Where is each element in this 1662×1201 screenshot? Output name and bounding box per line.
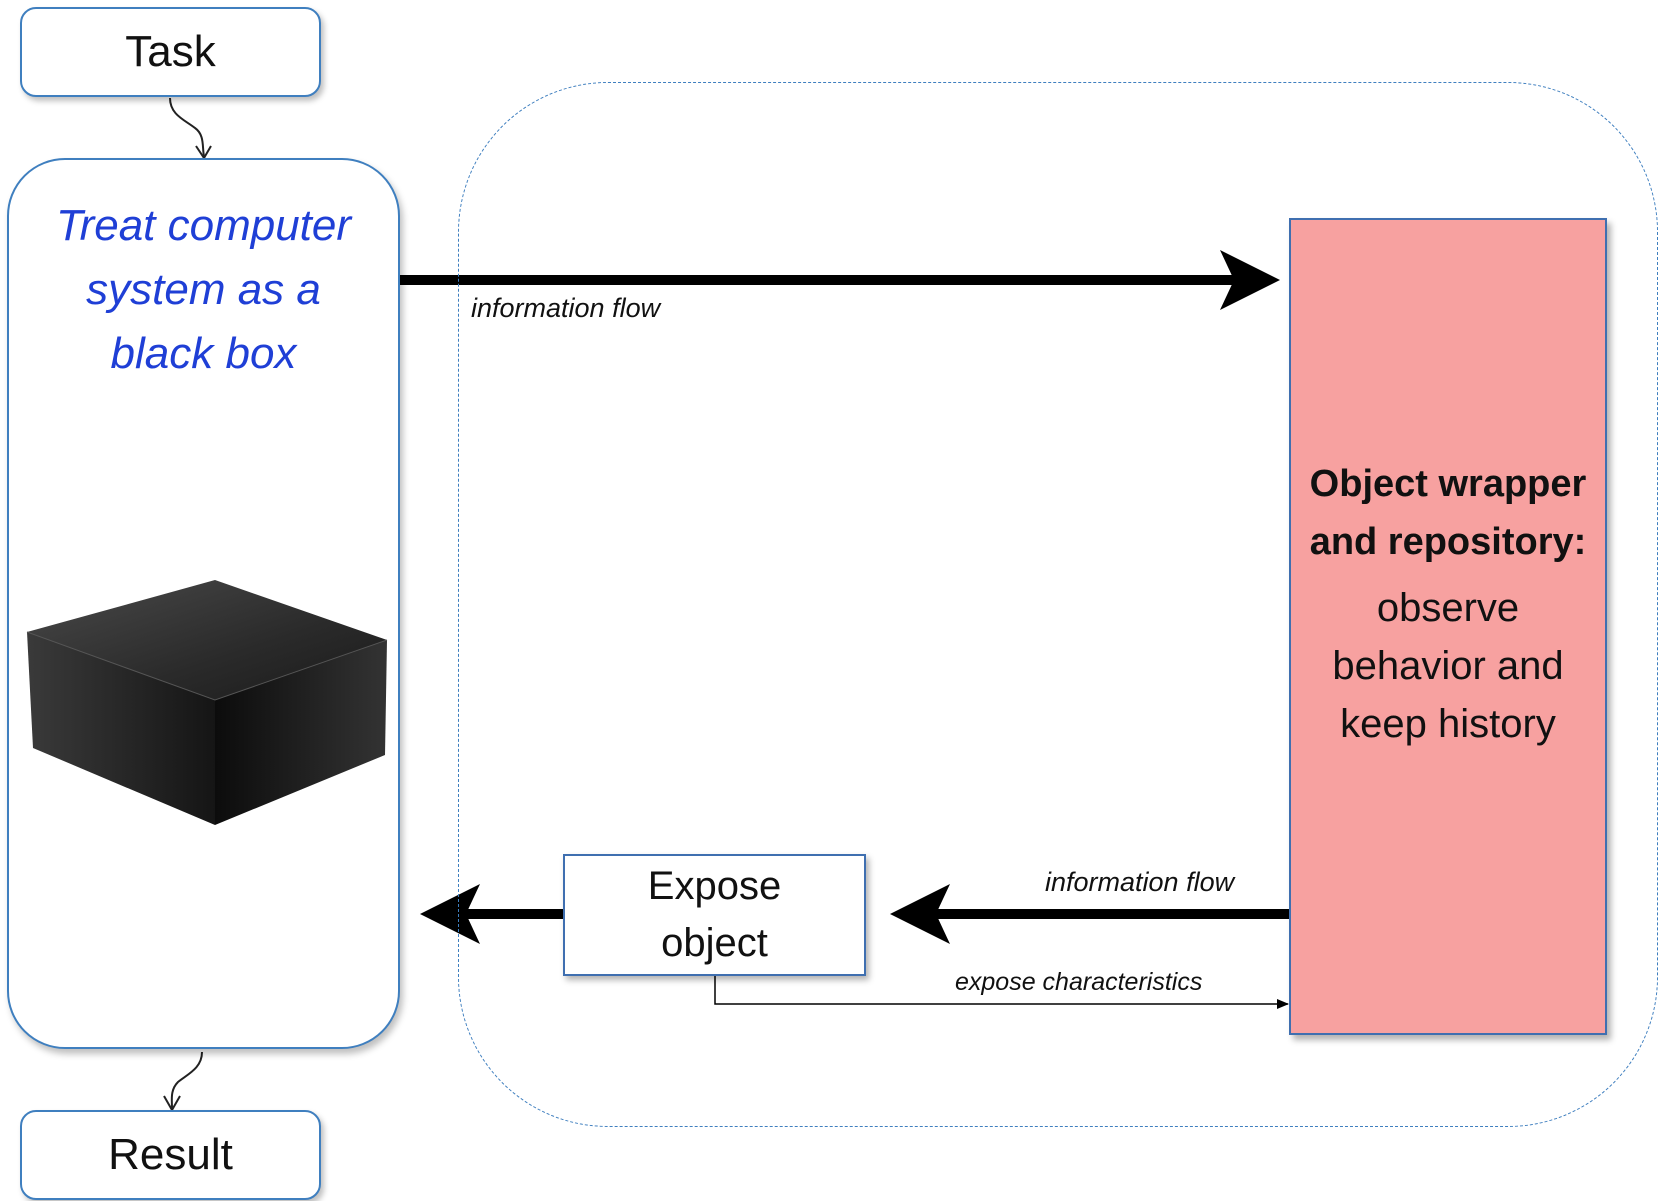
black-box-system: Treat computer system as a black box bbox=[7, 158, 400, 1049]
expose-label: Expose object bbox=[647, 864, 782, 965]
task-to-system-arrow bbox=[169, 97, 205, 157]
system-title: Treat computer system as a black box bbox=[55, 201, 352, 378]
result-box: Result bbox=[20, 1110, 321, 1200]
repository-description: observe behavior and keep history bbox=[1332, 586, 1564, 746]
expose-characteristics-label: expose characteristics bbox=[955, 968, 1203, 996]
system-to-result-arrow bbox=[170, 1051, 203, 1109]
result-label: Result bbox=[108, 1130, 233, 1179]
repository-title: Object wrapper and repository: bbox=[1309, 463, 1587, 563]
task-label: Task bbox=[125, 27, 216, 76]
wrapper-boundary bbox=[458, 82, 1658, 1127]
information-flow-top-label: information flow bbox=[471, 293, 661, 323]
expose-characteristics-arrow bbox=[714, 976, 1289, 1009]
black-box-image bbox=[26, 580, 388, 825]
expose-object-box: Expose object bbox=[563, 854, 866, 976]
information-flow-bottom-label: information flow bbox=[1045, 867, 1235, 897]
object-repository-box: Object wrapper and repository: observe b… bbox=[1289, 218, 1607, 1035]
task-box: Task bbox=[20, 7, 321, 97]
